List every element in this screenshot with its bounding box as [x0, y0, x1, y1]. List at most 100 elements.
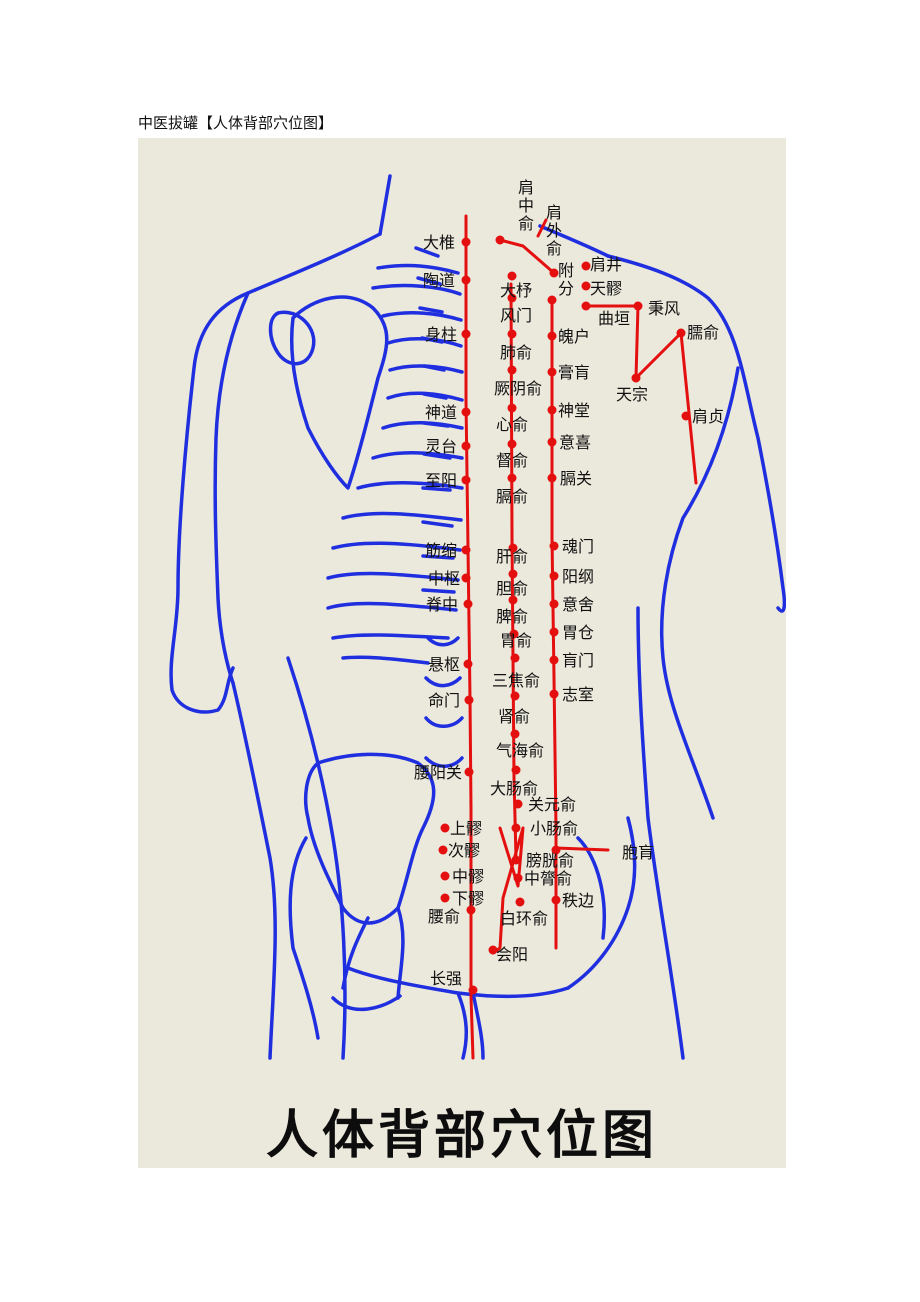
acupoint-marker-weicang — [549, 627, 559, 637]
acupoint-marker-dachangshu — [511, 765, 521, 775]
acupoint-marker-baihuanshu — [515, 897, 525, 907]
acupoint-marker-fufen — [547, 295, 557, 305]
figure-caption: 人体背部穴位图 — [265, 1105, 658, 1166]
acupoint-label-quyuan: 曲垣 — [598, 309, 630, 328]
acupoint-marker-dazhu — [507, 271, 517, 281]
acupoint-marker-tianliao — [581, 281, 591, 291]
acupoint-label-gaohuang: 膏肓 — [558, 363, 590, 382]
acupoint-label-tianzong: 天宗 — [616, 385, 648, 404]
acupoint-label-baohuang: 胞肓 — [622, 843, 654, 862]
acupoint-label-tianliao: 天髎 — [590, 279, 622, 298]
acupoint-label-dazhu: 大杼 — [500, 281, 532, 300]
acupoint-marker-weishu — [509, 629, 519, 639]
acupoint-label-qihaishu: 气海俞 — [496, 741, 544, 760]
acupoint-label-guanyuanshu: 关元俞 — [528, 795, 576, 814]
acupoint-marker-jueyinshu — [507, 365, 517, 375]
document-heading: 中医拔罐【人体背部穴位图】 — [138, 114, 334, 132]
acupoint-marker-geguan — [547, 473, 557, 483]
acupoint-marker-sanjiaoshu — [510, 653, 520, 663]
acupoint-label-geguan: 膈关 — [560, 469, 592, 488]
acupoint-label-dushu: 督俞 — [496, 451, 528, 470]
acupoint-label-jinsuo: 筋缩 — [425, 541, 457, 560]
acupoint-label-jueyinshu: 厥阴俞 — [494, 379, 542, 398]
acupoint-label-huangmen: 肓门 — [562, 651, 594, 670]
acupoint-label-yanggang: 阳纲 — [562, 567, 594, 586]
acupoint-marker-taodao — [461, 275, 471, 285]
acupoint-marker-huiyang — [488, 945, 498, 955]
acupoint-marker-shenzhu — [461, 329, 471, 339]
acupoint-label-yaoshu: 腰俞 — [428, 907, 460, 926]
acupoint-label-xuanshu: 悬枢 — [428, 655, 460, 674]
acupoint-label-sanjiaoshu: 三焦俞 — [492, 671, 540, 690]
acupoint-marker-zhongshu — [461, 573, 471, 583]
acupoint-marker-jinsuo — [461, 545, 471, 555]
acupoint-label-yishe: 意舍 — [562, 595, 594, 614]
acupoint-marker-naoshu — [676, 328, 686, 338]
acupoint-marker-quyuan — [581, 301, 591, 311]
acupoint-marker-lingtai — [461, 441, 471, 451]
acupoint-label-zhibian: 秩边 — [562, 891, 594, 910]
acupoint-marker-dushu — [507, 439, 517, 449]
acupoint-marker-fengmen — [507, 293, 517, 303]
acupoint-marker-gaohuang — [547, 367, 557, 377]
acupoint-marker-jizhong — [463, 599, 473, 609]
acupoint-label-shendao: 神道 — [425, 403, 457, 422]
acupoint-marker-pohu — [547, 331, 557, 341]
acupoint-marker-ganshu — [508, 543, 518, 553]
acupoint-label-baihuanshu: 白环俞 — [500, 909, 548, 928]
acupoint-marker-shenshu — [510, 691, 520, 701]
acupoint-label-shentang: 神堂 — [558, 401, 590, 420]
acupoint-marker-bingfeng — [633, 301, 643, 311]
acupoint-label-ciliao: 次髎 — [448, 841, 480, 860]
acupoint-marker-changqiang — [468, 985, 478, 995]
acupoint-label-zhishi: 志室 — [562, 685, 594, 704]
body-outline — [169, 174, 786, 1060]
acupoint-marker-dazhui — [461, 237, 471, 247]
acupoint-label-jianzhongshu: 肩中俞 — [518, 178, 534, 233]
acupoint-label-pishu: 脾俞 — [496, 607, 528, 626]
acupoint-label-lingtai: 灵台 — [425, 437, 457, 456]
acupoint-marker-zhiyang — [461, 475, 471, 485]
acupoint-marker-zhongliao — [440, 871, 450, 881]
acupoint-marker-jianzhongshu — [495, 235, 505, 245]
acupoint-marker-shendao — [461, 407, 471, 417]
acupoint-label-xinshu: 心俞 — [496, 415, 528, 434]
acupoint-marker-mingmen — [464, 695, 474, 705]
acupoint-marker-jianzhen — [681, 411, 691, 421]
acupoint-label-weicang: 胃仓 — [562, 623, 594, 642]
acupoint-label-changqiang: 长强 — [430, 969, 462, 988]
acupoint-marker-zhishi — [549, 689, 559, 699]
acupoint-marker-yishe — [549, 599, 559, 609]
acupoint-marker-jianwaishu — [549, 268, 559, 278]
acupoint-label-zhonglvshu: 中膂俞 — [524, 869, 572, 888]
acupoint-label-shenshu: 肾俞 — [498, 707, 530, 726]
acupoint-label-geshu: 膈俞 — [496, 487, 528, 506]
acupoint-marker-shentang — [547, 405, 557, 415]
acupoint-label-xialiao: 下髎 — [452, 889, 484, 908]
acupoint-marker-xinshu — [507, 403, 517, 413]
acupoint-label-xiaochangshu: 小肠俞 — [530, 819, 578, 838]
acupoint-label-yaoyangguan: 腰阳关 — [414, 763, 462, 782]
acupoint-label-fufen: 附分 — [558, 261, 574, 298]
acupoint-figure: 肩中俞肩外俞肩井天髎附分曲垣秉风臑俞天宗肩贞大椎陶道身柱神道灵台至阳筋缩中枢脊中… — [138, 138, 786, 1168]
acupoint-label-jizhong: 脊中 — [426, 595, 458, 614]
acupoint-marker-danshu — [508, 569, 518, 579]
acupoint-label-pohu: 魄户 — [558, 327, 590, 346]
acupoint-labels: 肩中俞肩外俞肩井天髎附分曲垣秉风臑俞天宗肩贞大椎陶道身柱神道灵台至阳筋缩中枢脊中… — [414, 178, 724, 988]
acupoint-label-zhiyang: 至阳 — [425, 471, 457, 490]
acupoint-label-ganshu: 肝俞 — [496, 547, 528, 566]
acupoint-label-yixi: 意喜 — [559, 433, 591, 452]
acupoint-marker-xuanshu — [463, 659, 473, 669]
acupoint-marker-huangmen — [549, 655, 559, 665]
acupoint-label-dazhui: 大椎 — [423, 233, 455, 252]
acupoint-marker-pishu — [508, 595, 518, 605]
acupoint-label-jianwaishu: 肩外俞 — [546, 203, 562, 258]
acupoint-marker-geshu — [507, 473, 517, 483]
acupoint-label-weishu: 胃俞 — [500, 631, 532, 650]
acupoint-marker-zhibian — [551, 895, 561, 905]
acupoint-label-naoshu: 臑俞 — [687, 323, 719, 342]
acupoint-marker-tianzong — [631, 373, 641, 383]
acupoint-label-bingfeng: 秉风 — [648, 299, 680, 318]
acupoint-marker-guanyuanshu — [513, 799, 523, 809]
